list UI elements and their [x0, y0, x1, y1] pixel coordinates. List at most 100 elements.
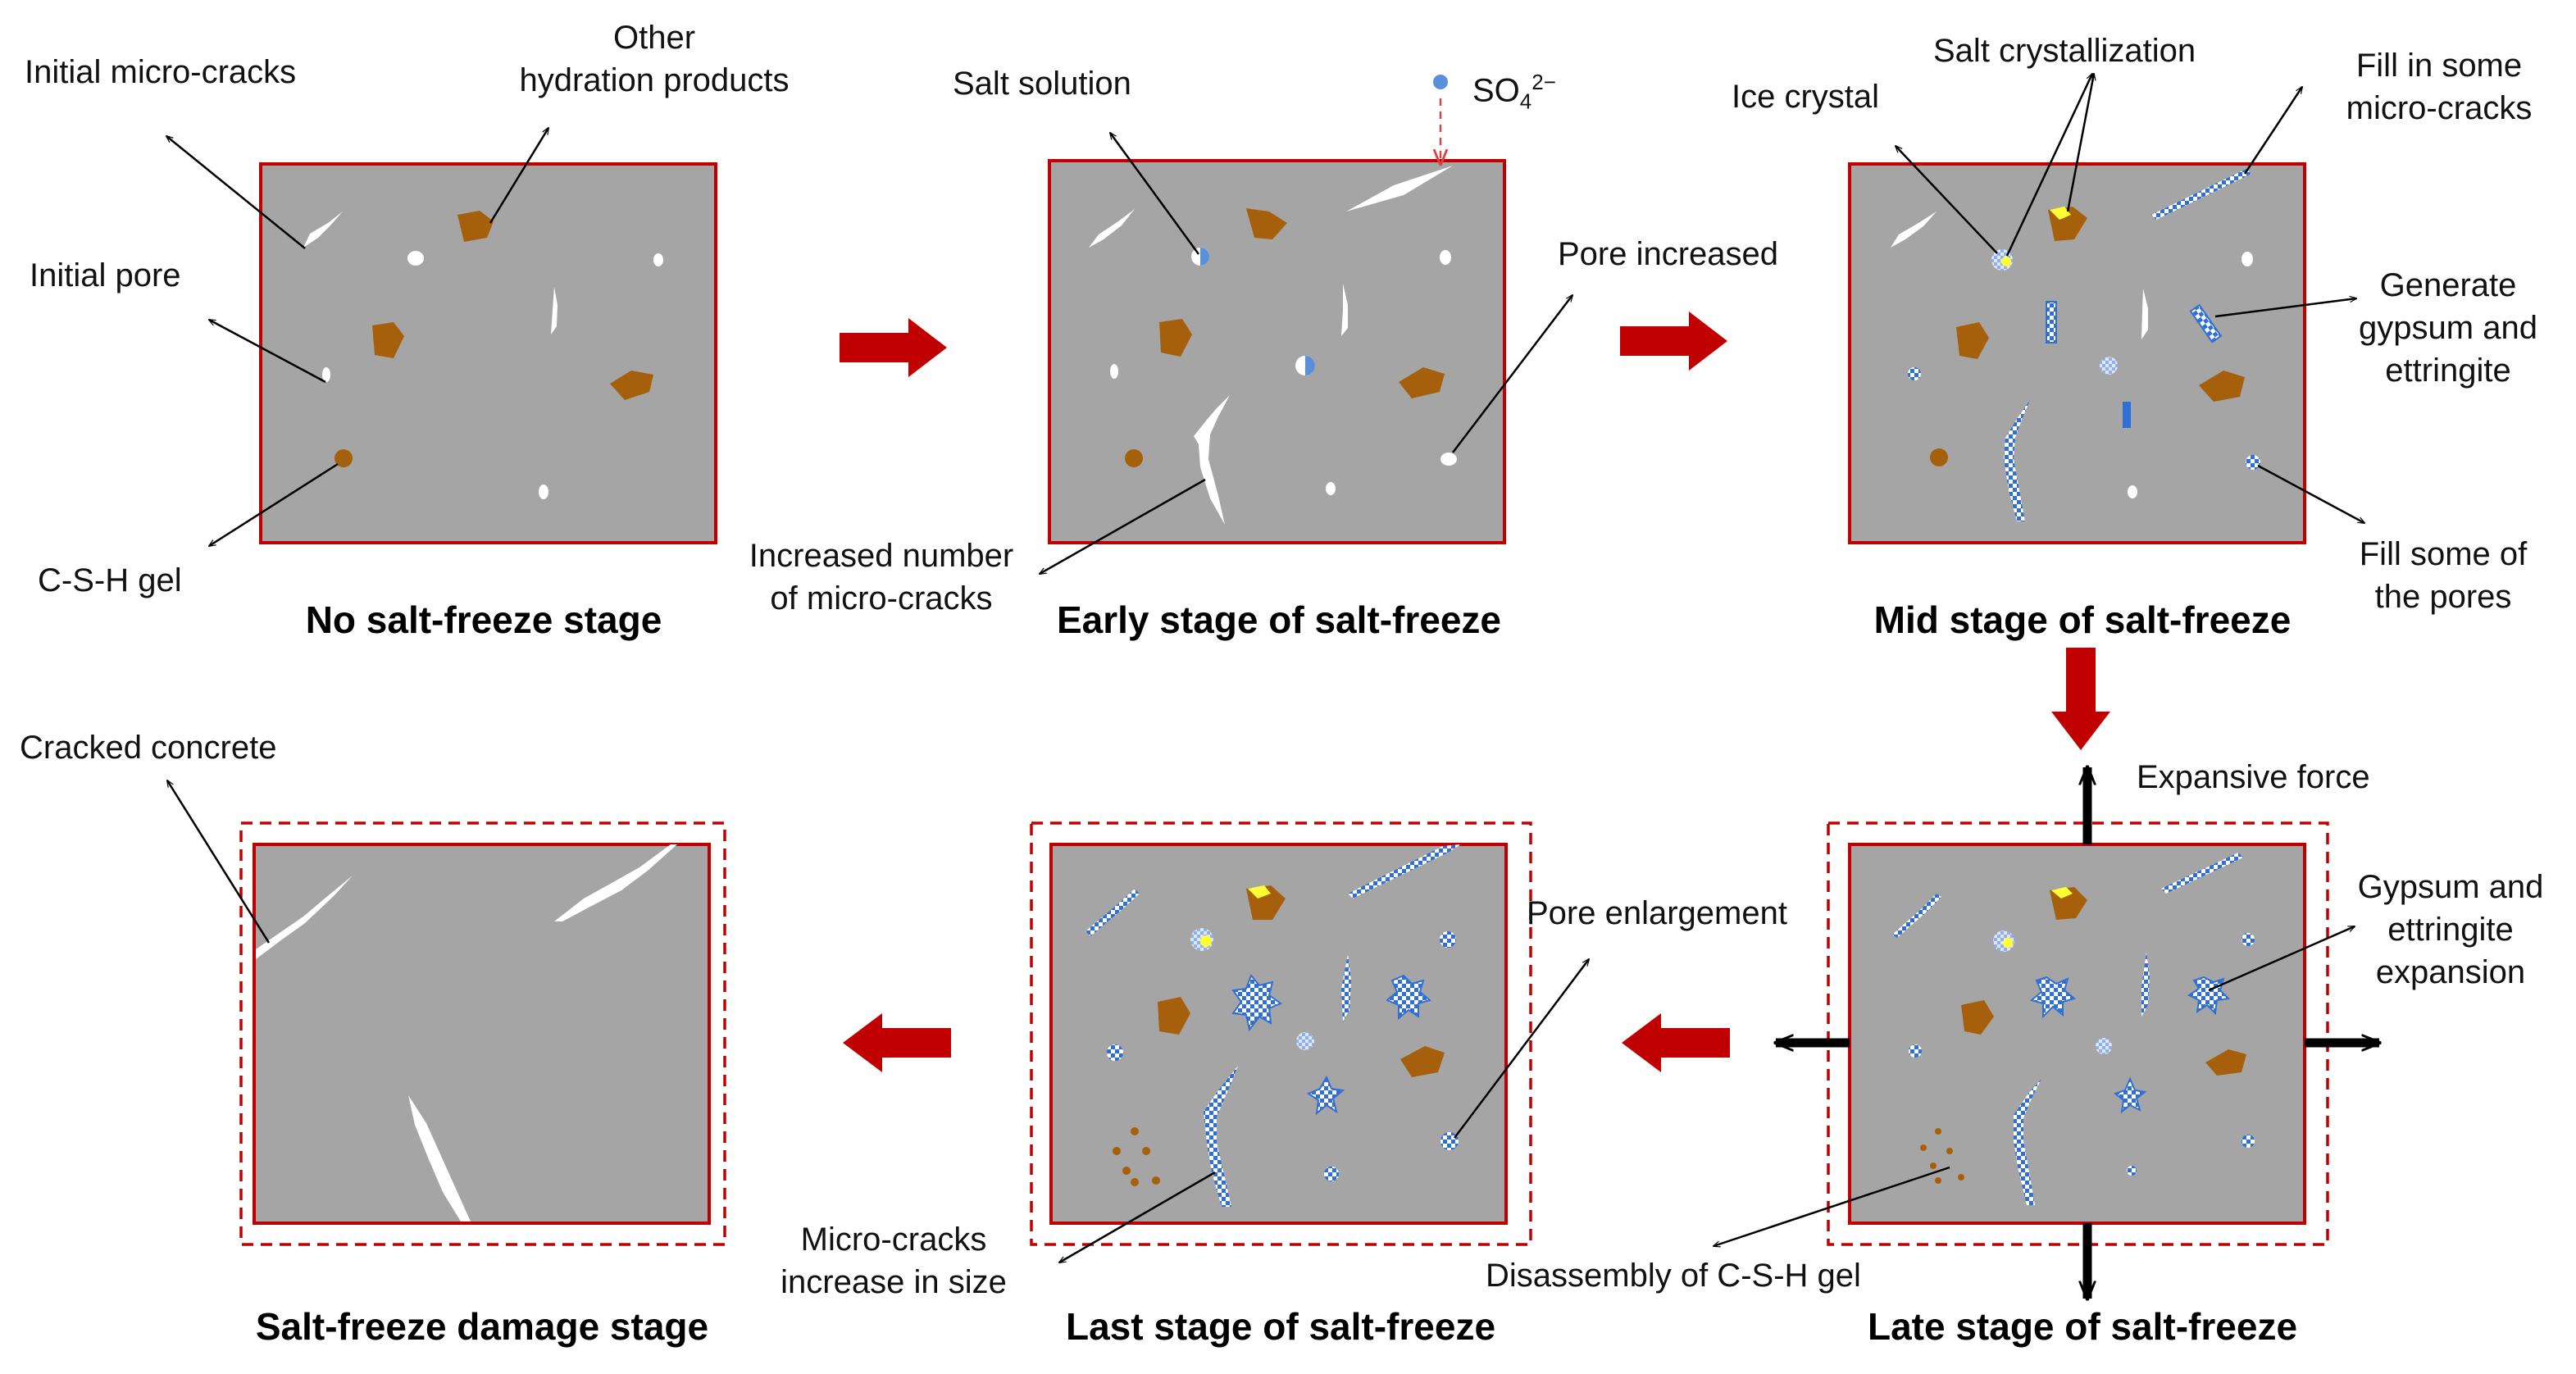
filled-micro-crack [1341, 954, 1351, 1021]
filled-pore [2241, 1135, 2255, 1148]
stage-title-last: Last stage of salt-freeze [1065, 1305, 1496, 1348]
label-line: Generate [2379, 267, 2517, 303]
ice-crystal [1296, 1032, 1314, 1050]
filled-micro-crack [1348, 844, 1461, 899]
panel-mid-stage [1848, 74, 2364, 544]
filled-pore [2127, 1166, 2137, 1176]
pore [2241, 252, 2253, 266]
pointer-line [2066, 74, 2094, 212]
label-salt-crystallization: Salt crystallization [1933, 33, 2196, 69]
label-line: expansion [2375, 954, 2526, 990]
csh-gel [1930, 448, 1948, 466]
gypsum-ettringite-expansion [1231, 974, 1283, 1032]
pointer-line [1452, 295, 1572, 453]
csh-fragment [1920, 1144, 1927, 1151]
label-disassembly: Disassembly of C-S-H gel [1486, 1258, 1861, 1294]
label-line: increase in size [781, 1264, 1007, 1300]
label-line: Gypsum and [2357, 869, 2544, 905]
label-generate-gypsum: Generate gypsum and ettringite [2342, 264, 2555, 392]
hydration-product [457, 211, 494, 242]
label-ice-crystal: Ice crystal [1732, 79, 1880, 115]
filled-pore [1324, 1167, 1339, 1181]
pore [1440, 453, 1457, 466]
hydration-product [1246, 208, 1287, 239]
label-cracks-increase-size: Micro-cracks increase in size [746, 1218, 1041, 1303]
crack [256, 876, 353, 959]
label-line: gypsum and [2359, 310, 2537, 346]
pointer-line [2257, 464, 2364, 523]
hydration-product [1961, 1000, 1994, 1035]
sulfate-symbol: SO [1472, 72, 1520, 109]
panel-last-stage [1030, 821, 1589, 1263]
gypsum-ettringite-expansion [2029, 976, 2077, 1019]
panel-damage-stage [167, 780, 726, 1246]
pointer-line [2243, 87, 2302, 175]
filled-pore [2241, 933, 2255, 946]
pointer-line [1110, 133, 1200, 255]
label-line: micro-cracks [2346, 90, 2533, 126]
expansion-boundary [1030, 821, 1532, 1246]
stage-title-mid: Mid stage of salt-freeze [1873, 598, 2292, 641]
pointer-line [1714, 1166, 1950, 1246]
expansion-boundary [1827, 821, 2329, 1246]
stage-title-early: Early stage of salt-freeze [1056, 598, 1501, 641]
label-initial-micro-cracks: Initial micro-cracks [25, 54, 297, 90]
salt-crystal [2003, 938, 2013, 948]
csh-fragment [1142, 1147, 1150, 1155]
hydration-product [1399, 367, 1445, 398]
pointer-line [1454, 959, 1589, 1139]
csh-fragment [1113, 1147, 1121, 1155]
stage-title-late: Late stage of salt-freeze [1867, 1305, 2298, 1348]
concrete-block [253, 843, 711, 1225]
label-line: of micro-cracks [770, 580, 993, 616]
ice-crystal [2100, 357, 2118, 375]
pointer-line [166, 136, 306, 249]
hydration-product [1956, 322, 1989, 359]
panel-late-stage [1714, 767, 2379, 1299]
pore [1440, 250, 1451, 265]
csh-fragment [1935, 1128, 1941, 1135]
micro-crack [1346, 166, 1453, 212]
label-sulfate-ion: SO42− [1472, 61, 1556, 122]
micro-crack [1194, 395, 1230, 525]
stage-title-damage: Salt-freeze damage stage [255, 1305, 709, 1348]
csh-gel [1125, 449, 1143, 467]
ice-crystal [2096, 1038, 2112, 1054]
csh-fragment [1930, 1162, 1937, 1169]
pore [322, 367, 330, 382]
label-line: Fill some of [2359, 536, 2528, 572]
gypsum-ettringite [2189, 303, 2223, 344]
label-line: ettringite [2387, 912, 2514, 948]
label-line: Increased number [749, 538, 1014, 574]
csh-gel [335, 449, 353, 467]
pore [2128, 485, 2137, 498]
stage-arrow [840, 318, 947, 377]
sulfate-ion-icon [1433, 75, 1448, 89]
label-gypsum-expansion: Gypsum and ettringite expansion [2340, 866, 2561, 994]
sulfate-subscript: 4 [1519, 89, 1532, 114]
csh-fragment [1958, 1174, 1964, 1181]
filled-pore [1440, 1132, 1459, 1150]
hydration-product [2205, 1049, 2246, 1076]
salt-crystal [2051, 887, 2073, 899]
gypsum-ettringite-expansion [1386, 974, 1432, 1021]
label-increased-cracks: Increased number of micro-cracks [721, 535, 1041, 620]
hydration-product [2199, 371, 2245, 402]
micro-crack [1089, 209, 1135, 248]
pointer-line [167, 780, 271, 944]
salt-solution [1305, 356, 1315, 375]
hydration-product [1159, 319, 1192, 357]
micro-crack [2141, 289, 2148, 339]
csh-fragment [1935, 1177, 1941, 1184]
label-line: the pores [2374, 579, 2512, 615]
crack [408, 1095, 471, 1222]
micro-crack [1891, 212, 1937, 248]
label-cracked-concrete: Cracked concrete [20, 730, 277, 766]
crack [554, 844, 677, 921]
filled-pore [2246, 455, 2260, 470]
filled-micro-crack [2014, 1079, 2041, 1205]
pore [1326, 482, 1336, 495]
filled-micro-crack [1892, 894, 1941, 938]
stage-arrow [1622, 1013, 1730, 1072]
pointer-line [1896, 146, 1998, 254]
